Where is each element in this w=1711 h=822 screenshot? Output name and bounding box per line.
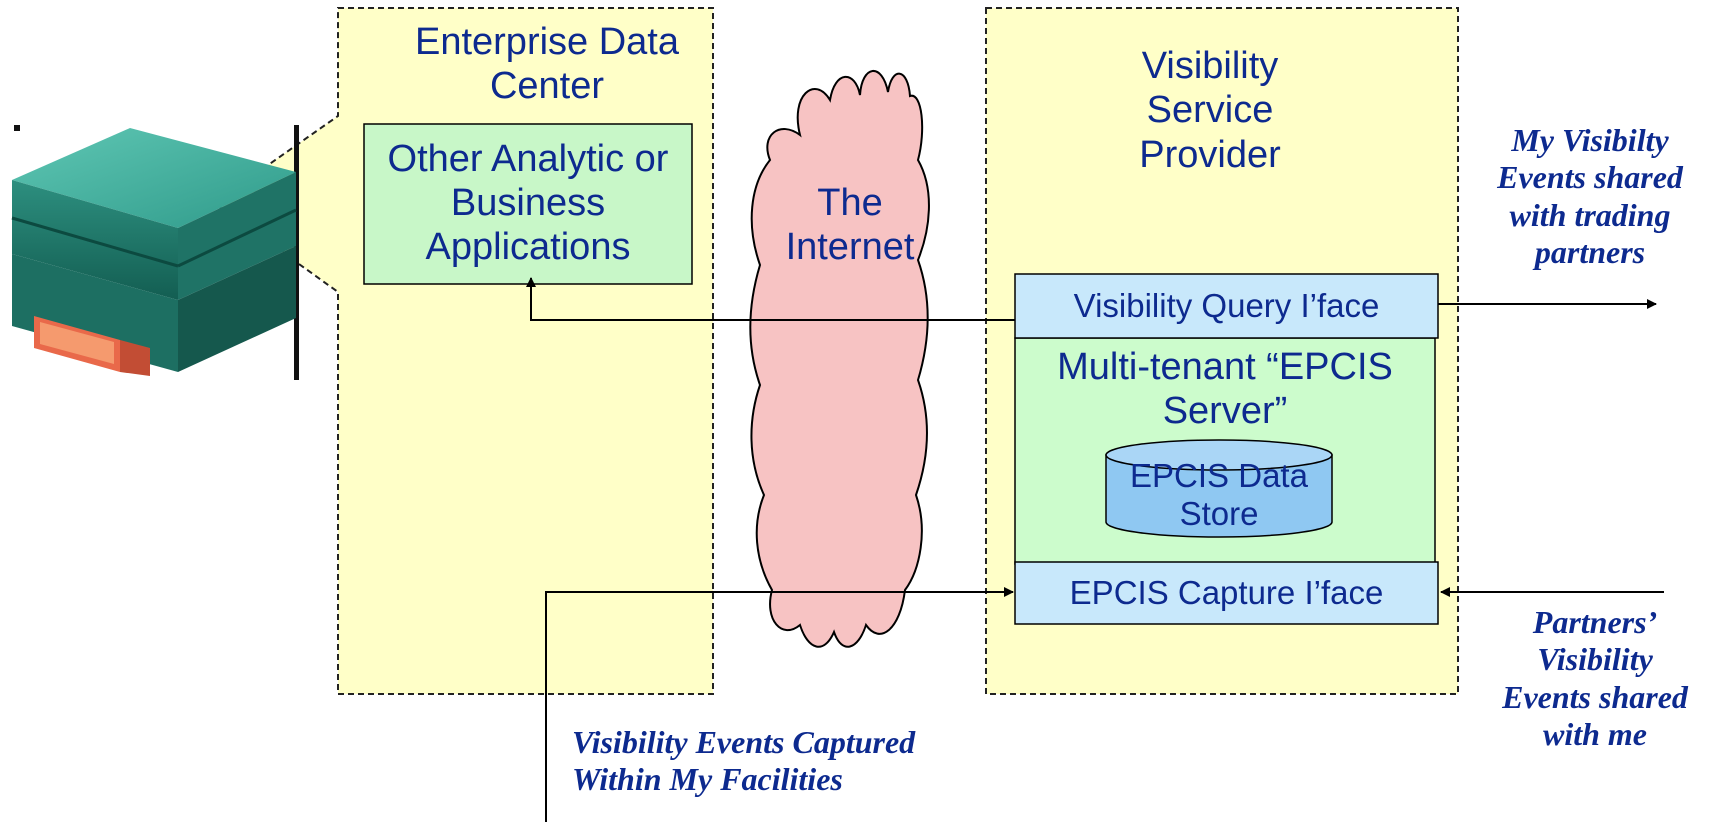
apps-box: Other Analytic or Business Applications xyxy=(387,138,669,268)
data-store-label: EPCIS Data Store xyxy=(1130,457,1308,532)
server-stack-icon xyxy=(11,125,299,380)
database-cylinder-icon xyxy=(1105,439,1333,538)
apps-box-shape xyxy=(363,123,693,285)
enterprise-title: Enterprise Data Center xyxy=(414,21,679,108)
query-interface-shape xyxy=(1014,273,1439,339)
captured-events-note: Visibility Events Captured Within My Fac… xyxy=(572,724,916,798)
query-to-apps-arrow xyxy=(526,277,1015,321)
epcis-server-label: Multi-tenant “EPCIS Server” xyxy=(1057,346,1393,432)
shared-with-partners-note: My Visibilty Events shared with trading … xyxy=(1497,122,1683,271)
internet-cloud-icon xyxy=(749,70,930,648)
partners-events-note: Partners’ Visibility Events shared with … xyxy=(1502,604,1688,753)
capture-interface-shape xyxy=(1014,561,1439,625)
facilities-to-capture-arrow xyxy=(545,587,1014,822)
query-interface: Visibility Query I’face xyxy=(1073,287,1380,325)
internet-label: The Internet xyxy=(785,182,915,268)
capture-interface: EPCIS Capture I’face xyxy=(1069,574,1384,612)
provider-title: Visibility Service Provider xyxy=(1139,45,1281,176)
